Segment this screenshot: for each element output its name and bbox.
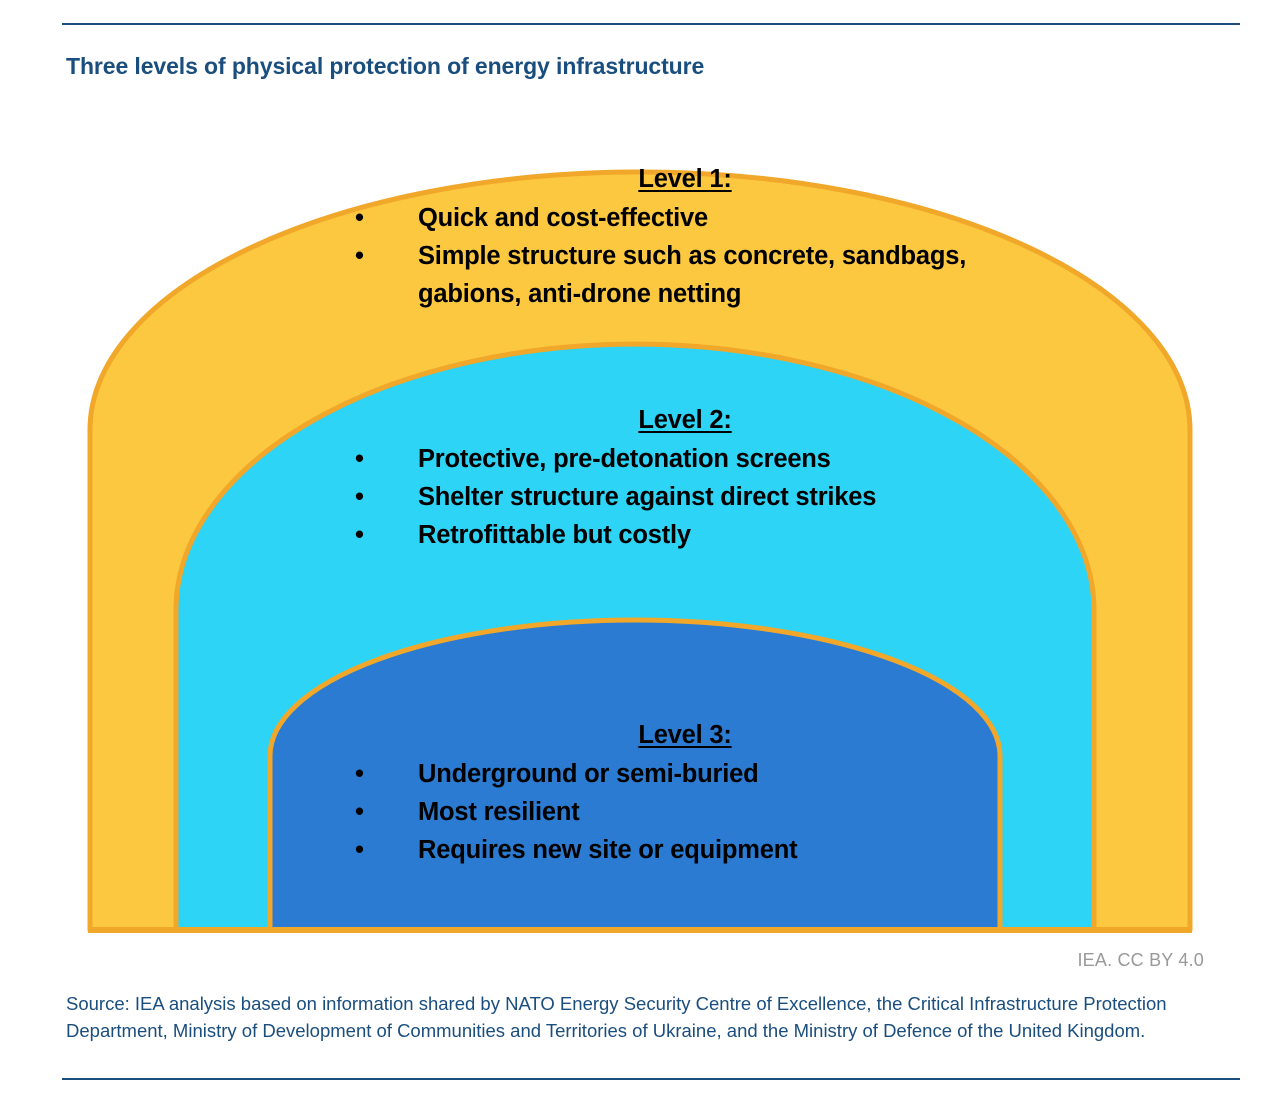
bullet-glyph-icon: •: [355, 242, 364, 270]
source-note: Source: IEA analysis based on informatio…: [66, 993, 1167, 1041]
level-2-bullet-3: • Retrofittable but costly: [355, 516, 1015, 554]
level-3-bullet-2: • Most resilient: [355, 793, 1015, 831]
level-2-text-block: Level 2: • Protective, pre-detonation sc…: [355, 401, 1015, 554]
level-1-bullet-1-text: Quick and cost-effective: [418, 204, 708, 232]
iea-license-credit: IEA. CC BY 4.0: [1077, 950, 1204, 970]
bullet-glyph-icon: •: [355, 445, 364, 473]
level-2-bullet-2-text: Shelter structure against direct strikes: [418, 483, 877, 511]
level-2-bullet-2: • Shelter structure against direct strik…: [355, 478, 1015, 516]
page-title: Three levels of physical protection of e…: [66, 53, 705, 80]
bullet-glyph-icon: •: [355, 760, 364, 788]
level-1-bullet-1: • Quick and cost-effective: [355, 199, 1015, 237]
level-1-text-block: Level 1: • Quick and cost-effective • Si…: [355, 160, 1015, 313]
level-2-bullet-1: • Protective, pre-detonation screens: [355, 440, 1015, 478]
level-3-bullet-1-text: Underground or semi-buried: [418, 760, 759, 788]
level-3-bullet-3-text: Requires new site or equipment: [418, 836, 798, 864]
level-3-heading: Level 3:: [638, 721, 732, 749]
protection-levels-diagram: Level 1: • Quick and cost-effective • Si…: [0, 80, 1266, 940]
header-divider-rule: [62, 23, 1240, 25]
level-2-bullet-3-text: Retrofittable but costly: [418, 521, 691, 549]
level-1-bullet-2: • Simple structure such as concrete, san…: [355, 237, 1015, 313]
level-1-bullet-2-text: Simple structure such as concrete, sandb…: [418, 242, 967, 308]
bullet-glyph-icon: •: [355, 798, 364, 826]
level-1-heading: Level 1:: [638, 165, 732, 193]
level-3-bullet-1: • Underground or semi-buried: [355, 755, 1015, 793]
level-3-text-block: Level 3: • Underground or semi-buried • …: [355, 716, 1015, 869]
bullet-glyph-icon: •: [355, 836, 364, 864]
bullet-glyph-icon: •: [355, 521, 364, 549]
nested-arches-svg: [87, 169, 1193, 933]
level-3-bullet-2-text: Most resilient: [418, 798, 580, 826]
bullet-glyph-icon: •: [355, 483, 364, 511]
level-3-arch-shape: [267, 617, 1003, 933]
bullet-glyph-icon: •: [355, 204, 364, 232]
level-2-bullet-1-text: Protective, pre-detonation screens: [418, 445, 831, 473]
level-3-bullet-3: • Requires new site or equipment: [355, 831, 1015, 869]
footer-divider-rule: [62, 1078, 1240, 1080]
level-2-heading: Level 2:: [638, 406, 732, 434]
